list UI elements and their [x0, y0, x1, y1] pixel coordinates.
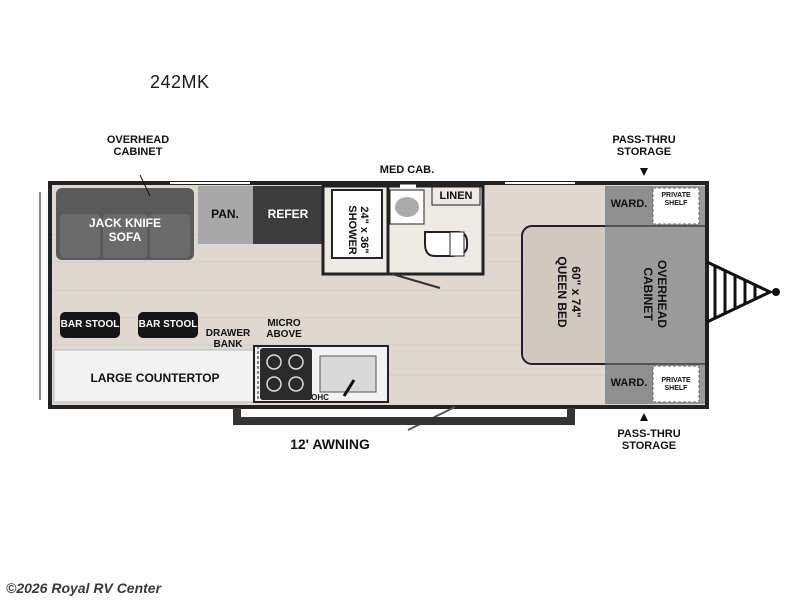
- ohc-label: OHC: [311, 393, 329, 402]
- bar-stool-2: [138, 312, 198, 338]
- watermark: ©2026 Royal RV Center: [6, 580, 162, 596]
- overhead-cabinet-right-label: OVERHEAD CABINET: [641, 259, 669, 328]
- drawer-bank-label: DRAWER BANK: [205, 328, 251, 350]
- pass-thru-storage-top-label: PASS-THRU STORAGE: [612, 134, 676, 158]
- private-shelf-bottom-label: PRIVATE SHELF: [661, 377, 691, 392]
- kitchen-sink: [319, 355, 377, 393]
- pass-thru-storage-bottom-label: PASS-THRU STORAGE: [617, 428, 681, 452]
- shower-label: 24" x 36" SHOWER: [346, 205, 370, 255]
- stove: [260, 348, 312, 400]
- bar-stool-1-label: BAR STOOL: [60, 319, 120, 330]
- large-countertop-label: LARGE COUNTERTOP: [90, 371, 220, 385]
- sofa-label: JACK KNIFE SOFA: [88, 216, 161, 244]
- model-title: 242MK: [150, 72, 210, 92]
- micro-above-label: MICRO ABOVE: [266, 318, 302, 340]
- refrigerator: [253, 186, 323, 244]
- outer-wall: [48, 181, 709, 409]
- refer-label: REFER: [267, 207, 309, 221]
- pantry: [198, 186, 253, 244]
- bar-stool-1: [60, 312, 120, 338]
- linen-closet: [431, 186, 481, 206]
- large-countertop: [53, 349, 255, 403]
- queen-bed-label: 60" x 74" QUEEN BED: [555, 256, 583, 328]
- awning-label: 12' AWNING: [290, 436, 370, 452]
- ward-top-label: WARD.: [610, 198, 648, 210]
- overhead-cabinet-top-label: OVERHEAD CABINET: [106, 134, 170, 158]
- med-cab-label: MED CAB.: [379, 164, 435, 176]
- bar-stool-2-label: BAR STOOL: [138, 319, 198, 330]
- private-shelf-top-label: PRIVATE SHELF: [661, 192, 691, 207]
- awning: [233, 417, 575, 425]
- shower: [331, 189, 383, 259]
- linen-label: LINEN: [439, 190, 473, 202]
- hitch: [706, 260, 774, 324]
- ward-bottom-label: WARD.: [610, 377, 648, 389]
- pantry-label: PAN.: [211, 207, 239, 221]
